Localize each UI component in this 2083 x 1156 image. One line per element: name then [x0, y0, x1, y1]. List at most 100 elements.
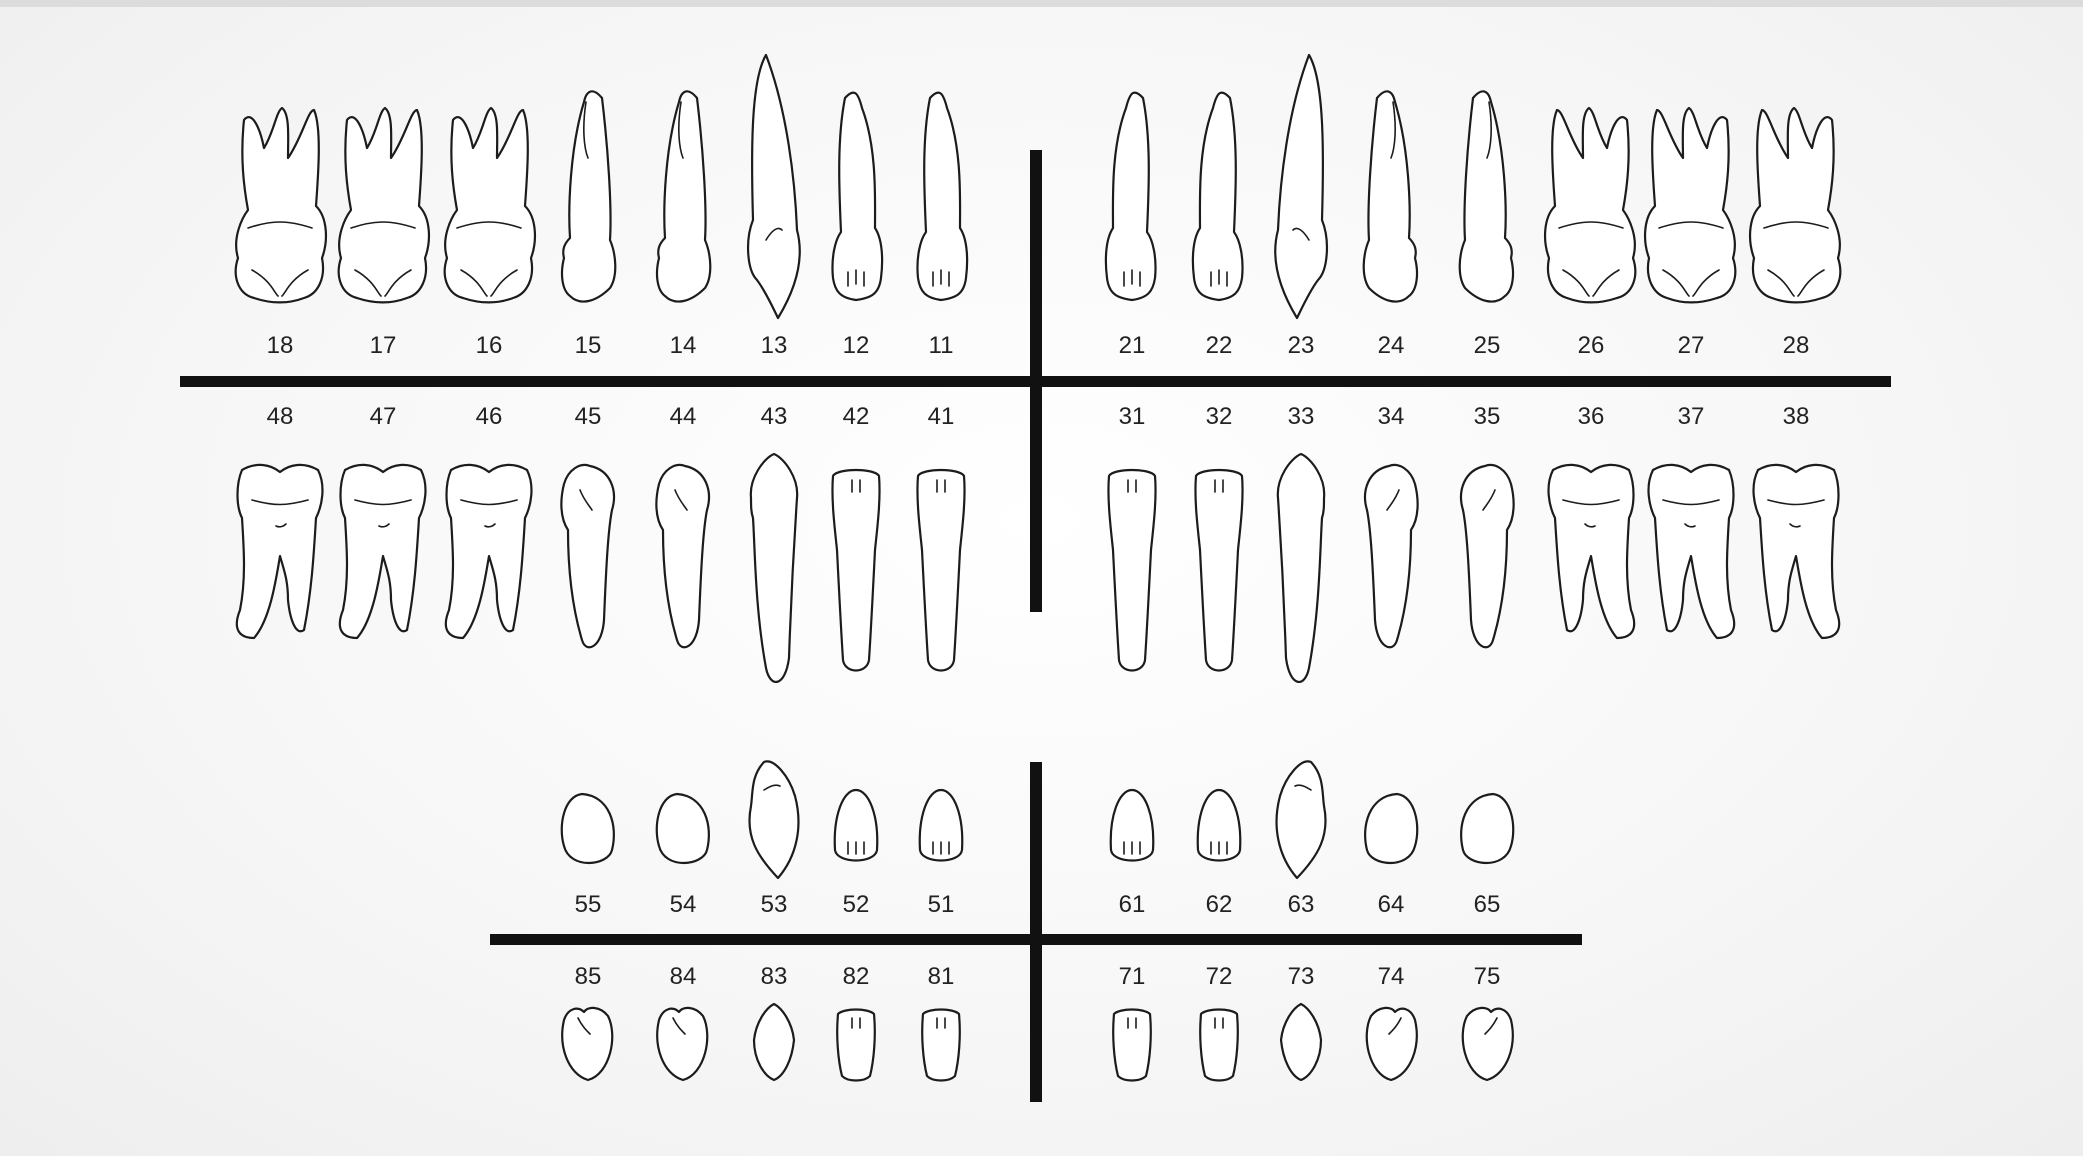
- tooth-23[interactable]: [1274, 53, 1329, 320]
- tooth-outline: [1275, 760, 1327, 880]
- tooth-72[interactable]: [1199, 1008, 1239, 1082]
- tooth-26[interactable]: [1543, 106, 1637, 304]
- tooth-22[interactable]: [1191, 91, 1244, 302]
- tooth-48[interactable]: [235, 463, 324, 640]
- tooth-32[interactable]: [1194, 468, 1244, 672]
- tooth-75[interactable]: [1461, 1006, 1514, 1082]
- tooth-17[interactable]: [337, 106, 431, 304]
- tooth-number-46: 46: [476, 403, 503, 430]
- tooth-number-11: 11: [929, 332, 954, 359]
- tooth-85[interactable]: [561, 1006, 614, 1082]
- tooth-25[interactable]: [1458, 90, 1515, 303]
- tooth-number-33: 33: [1288, 403, 1315, 430]
- tooth-number-62: 62: [1206, 891, 1233, 918]
- tooth-15[interactable]: [560, 90, 617, 303]
- tooth-number-43: 43: [761, 403, 788, 430]
- tooth-number-65: 65: [1474, 891, 1501, 918]
- tooth-number-22: 22: [1206, 332, 1233, 359]
- tooth-27[interactable]: [1643, 106, 1737, 304]
- tooth-51[interactable]: [918, 788, 964, 862]
- tooth-31[interactable]: [1107, 468, 1157, 672]
- tooth-number-44: 44: [670, 403, 697, 430]
- tooth-detail: [1562, 499, 1620, 506]
- tooth-13[interactable]: [746, 53, 801, 320]
- tooth-82[interactable]: [836, 1008, 876, 1082]
- tooth-45[interactable]: [560, 463, 616, 649]
- tooth-71[interactable]: [1112, 1008, 1152, 1082]
- tooth-number-36: 36: [1578, 403, 1605, 430]
- tooth-number-74: 74: [1378, 963, 1405, 990]
- tooth-outline: [1459, 463, 1515, 649]
- tooth-detail: [1684, 523, 1696, 528]
- tooth-outline: [234, 106, 328, 304]
- tooth-detail: [1482, 489, 1496, 511]
- tooth-number-42: 42: [843, 403, 870, 430]
- tooth-74[interactable]: [1365, 1006, 1418, 1082]
- tooth-37[interactable]: [1647, 463, 1736, 640]
- tooth-14[interactable]: [655, 90, 712, 303]
- tooth-12[interactable]: [831, 91, 884, 302]
- tooth-detail: [1692, 269, 1720, 297]
- tooth-84[interactable]: [656, 1006, 709, 1082]
- tooth-62[interactable]: [1196, 788, 1242, 862]
- tooth-21[interactable]: [1104, 91, 1157, 302]
- tooth-detail: [678, 101, 684, 159]
- tooth-detail: [384, 269, 412, 297]
- tooth-outline: [748, 760, 800, 880]
- tooth-number-55: 55: [575, 891, 602, 918]
- tooth-detail: [1294, 784, 1312, 791]
- tooth-46[interactable]: [444, 463, 533, 640]
- tooth-63[interactable]: [1275, 760, 1327, 880]
- tooth-24[interactable]: [1362, 90, 1419, 303]
- tooth-38[interactable]: [1752, 463, 1841, 640]
- tooth-detail: [1484, 1017, 1498, 1035]
- tooth-42[interactable]: [831, 468, 881, 672]
- tooth-11[interactable]: [916, 91, 969, 302]
- tooth-outline: [833, 788, 879, 862]
- tooth-55[interactable]: [560, 792, 615, 864]
- tooth-65[interactable]: [1460, 792, 1515, 864]
- tooth-detail: [1662, 499, 1720, 506]
- tooth-34[interactable]: [1363, 463, 1419, 649]
- tooth-outline: [1461, 1006, 1514, 1082]
- primary-vertical-line: [1030, 762, 1042, 1102]
- tooth-81[interactable]: [921, 1008, 961, 1082]
- tooth-number-17: 17: [370, 332, 397, 359]
- tooth-44[interactable]: [655, 463, 711, 649]
- tooth-outline: [1199, 1008, 1239, 1082]
- tooth-outline: [1104, 91, 1157, 302]
- tooth-outline: [1364, 792, 1419, 864]
- tooth-43[interactable]: [749, 452, 799, 684]
- tooth-outline: [1647, 463, 1736, 640]
- tooth-outline: [1362, 90, 1419, 303]
- tooth-16[interactable]: [443, 106, 537, 304]
- tooth-number-82: 82: [843, 963, 870, 990]
- tooth-outline: [916, 91, 969, 302]
- tooth-detail: [251, 269, 279, 297]
- tooth-outline: [1748, 106, 1842, 304]
- tooth-outline: [444, 463, 533, 640]
- tooth-53[interactable]: [748, 760, 800, 880]
- tooth-52[interactable]: [833, 788, 879, 862]
- tooth-number-18: 18: [267, 332, 294, 359]
- tooth-number-37: 37: [1678, 403, 1705, 430]
- tooth-47[interactable]: [338, 463, 427, 640]
- tooth-detail: [1662, 269, 1690, 297]
- tooth-detail: [456, 221, 522, 229]
- tooth-18[interactable]: [234, 106, 328, 304]
- tooth-28[interactable]: [1748, 106, 1842, 304]
- tooth-61[interactable]: [1109, 788, 1155, 862]
- tooth-54[interactable]: [655, 792, 710, 864]
- tooth-41[interactable]: [916, 468, 966, 672]
- tooth-detail: [1584, 523, 1596, 528]
- tooth-83[interactable]: [752, 1002, 796, 1082]
- tooth-33[interactable]: [1276, 452, 1326, 684]
- tooth-64[interactable]: [1364, 792, 1419, 864]
- tooth-36[interactable]: [1547, 463, 1636, 640]
- tooth-35[interactable]: [1459, 463, 1515, 649]
- tooth-outline: [1547, 463, 1636, 640]
- tooth-number-47: 47: [370, 403, 397, 430]
- tooth-73[interactable]: [1279, 1002, 1323, 1082]
- tooth-number-52: 52: [843, 891, 870, 918]
